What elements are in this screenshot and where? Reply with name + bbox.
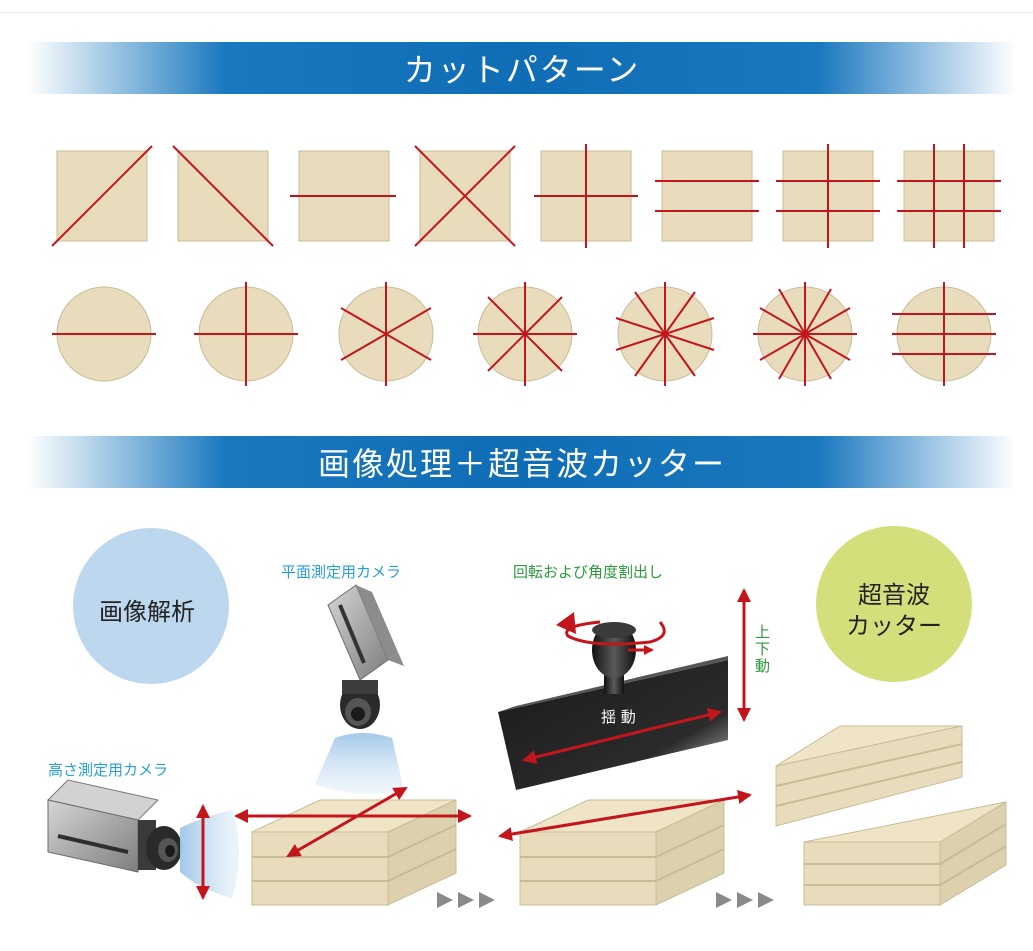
process-title: 画像処理＋超音波カッター xyxy=(317,445,726,483)
circle-pattern-twelfths xyxy=(753,282,857,386)
swing-label: 揺 動 xyxy=(601,708,636,726)
cake-wedge-bottom xyxy=(803,801,1007,906)
circle-pattern-grid xyxy=(892,282,996,386)
cut-line-arrow xyxy=(498,790,752,841)
circle-pattern-quarters xyxy=(194,282,298,386)
height-camera-icon xyxy=(47,779,182,873)
plane-camera-icon xyxy=(327,584,404,729)
cake-wedge-top xyxy=(775,725,963,827)
square-pattern-cross xyxy=(534,144,638,248)
image-analysis-circle xyxy=(73,528,229,684)
circle-pattern-eighths xyxy=(473,282,577,386)
rotation-label: 回転および角度割出し xyxy=(513,563,664,581)
flow-arrows-2 xyxy=(716,892,774,908)
square-pattern-thirds xyxy=(655,150,759,242)
circle-pattern-tenths xyxy=(615,282,715,386)
square-pattern-halves xyxy=(290,150,396,242)
depth-measure-arrow xyxy=(286,786,408,858)
process-banner: 画像処理＋超音波カッター xyxy=(28,436,1016,488)
ultrasonic-label-line1: 超音波 xyxy=(858,581,930,609)
square-pattern-diagonal-up xyxy=(51,145,153,247)
plane-camera-label: 平面測定用カメラ xyxy=(281,563,402,581)
height-camera-beam xyxy=(180,810,239,898)
height-camera-label: 高さ測定用カメラ xyxy=(48,761,169,779)
ultrasonic-cutter-circle xyxy=(816,526,972,682)
swing-arrow xyxy=(522,708,722,764)
circle-pattern-sixths xyxy=(338,282,434,386)
top-divider xyxy=(0,12,1033,13)
ultrasonic-label-line2: カッター xyxy=(846,612,942,640)
rotation-arrow-head xyxy=(556,612,576,634)
cut-pattern-banner: カットパターン xyxy=(28,42,1016,94)
vertical-motion-label: 上下動 xyxy=(755,623,771,675)
image-analysis-label: 画像解析 xyxy=(99,598,195,626)
circle-pattern-halves xyxy=(52,286,156,382)
cut-pattern-title: カットパターン xyxy=(403,51,641,89)
square-pattern-x xyxy=(414,145,516,247)
square-pattern-diagonal-down xyxy=(172,145,274,247)
square-pattern-six xyxy=(776,144,880,248)
flow-arrows-1 xyxy=(437,892,495,908)
square-pattern-nine xyxy=(897,144,1001,248)
plane-camera-beam xyxy=(315,733,404,794)
